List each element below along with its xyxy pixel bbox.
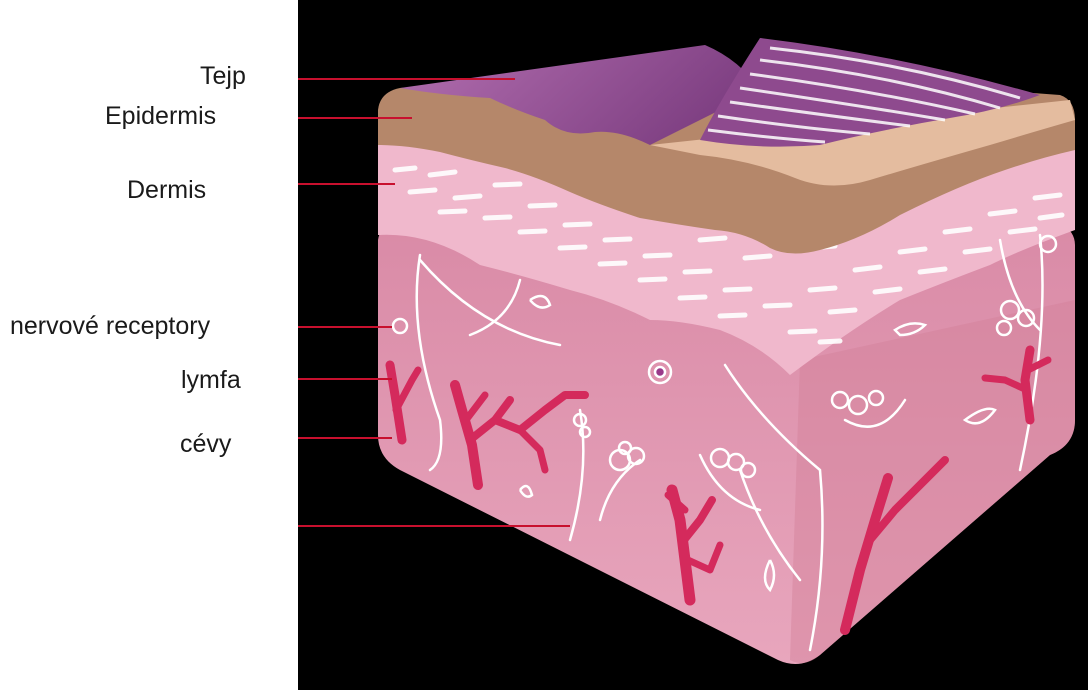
label-cevy: cévy xyxy=(180,432,231,457)
label-tejp: Tejp xyxy=(200,64,246,89)
label-dermis: Dermis xyxy=(127,178,206,203)
label-lymfa: lymfa xyxy=(181,368,241,393)
label-epidermis: Epidermis xyxy=(105,104,216,129)
label-nervove-receptory: nervové receptory xyxy=(10,314,210,339)
